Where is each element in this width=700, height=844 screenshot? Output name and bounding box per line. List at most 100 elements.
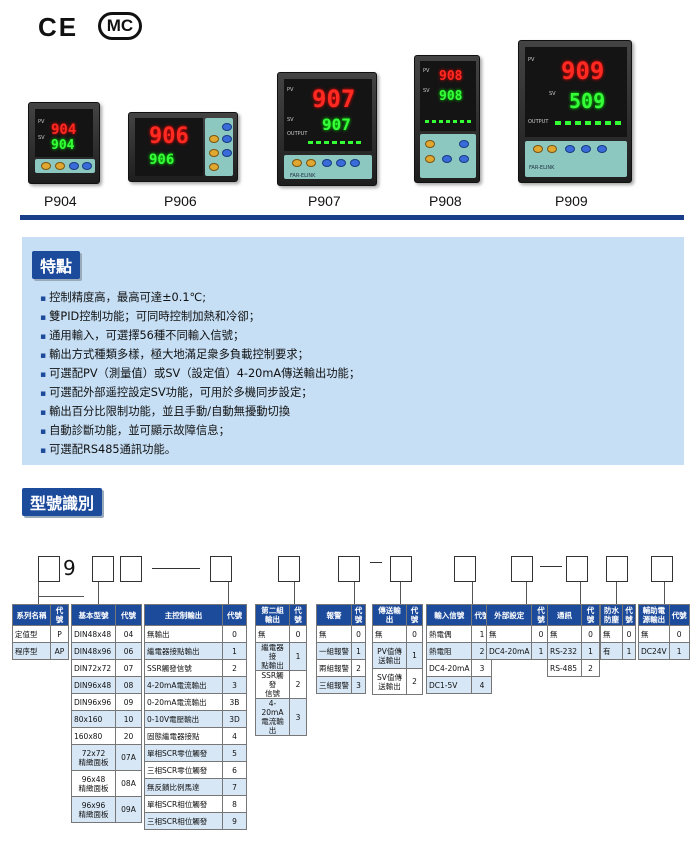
option-label: DIN48x96 <box>71 642 116 660</box>
option-code: 09A <box>115 796 142 823</box>
feature-item: 輸出百分比限制功能，並且手動/自動無擾動切換 <box>40 403 360 422</box>
table-header: 傳送輸出 <box>372 604 407 626</box>
code-box-second-output <box>278 556 300 582</box>
table-header: 外部設定 <box>485 604 533 626</box>
option-code: 2 <box>289 670 307 699</box>
option-label: 單相SCR相位觸發 <box>144 795 223 813</box>
option-label: 無 <box>600 625 623 643</box>
product-label-p906: P906 <box>164 193 197 209</box>
option-code: 1 <box>406 642 423 669</box>
product-label-p908: P908 <box>429 193 462 209</box>
option-label: DIN48x48 <box>71 625 116 643</box>
table-header: 基本型號 <box>71 604 116 626</box>
option-label: 無反饋比例馬達 <box>144 778 223 796</box>
option-code: 07 <box>115 659 142 677</box>
code-box-model-1 <box>92 556 114 582</box>
table-header: 代號 <box>622 604 636 626</box>
option-code: 09 <box>115 693 142 711</box>
product-label-p909: P909 <box>555 193 588 209</box>
option-code: 4 <box>222 727 247 745</box>
pv-display: 909 <box>561 57 605 85</box>
option-code: 0 <box>289 625 307 643</box>
option-code: 07A <box>115 744 142 771</box>
feature-item: 控制精度高，最高可達±0.1℃; <box>40 289 360 308</box>
code-box-input <box>454 556 476 582</box>
sv-display: 906 <box>149 152 175 168</box>
option-label: 無 <box>255 625 290 643</box>
code-box-main-output <box>210 556 232 582</box>
option-label: 無 <box>638 625 670 643</box>
option-code: P <box>50 625 69 643</box>
feature-item: 輸出方式種類多樣，極大地滿足衆多負載控制要求； <box>40 346 360 365</box>
option-label: DC1-5V <box>425 676 473 694</box>
table-header: 代號 <box>351 604 366 626</box>
option-code: 1 <box>668 642 690 660</box>
option-code: 0 <box>406 625 423 643</box>
option-label: 4-20mA電流輸出 <box>144 676 223 694</box>
option-label: 96x96 精緻面板 <box>71 796 116 823</box>
option-label: 單相SCR零位觸發 <box>144 744 223 762</box>
option-code: 0 <box>351 625 366 643</box>
option-code: 3B <box>222 693 247 711</box>
option-label: 熱電偶 <box>425 625 473 643</box>
option-code: 3 <box>289 698 307 736</box>
option-code: 06 <box>115 642 142 660</box>
code-box-comm <box>566 556 588 582</box>
option-code: 5 <box>222 744 247 762</box>
feature-item: 雙PID控制功能；可同時控制加熱和冷卻； <box>40 308 360 327</box>
features-panel: 特點 控制精度高，最高可達±0.1℃; 雙PID控制功能；可同時控制加熱和冷卻；… <box>22 237 684 465</box>
option-code: 7 <box>222 778 247 796</box>
option-label: SSR觸發 信號 <box>255 670 290 699</box>
divider-rule <box>20 215 684 220</box>
option-label: 0-10V電壓輸出 <box>144 710 223 728</box>
option-label: 96x48 精緻面板 <box>71 770 116 797</box>
option-code: 3 <box>471 659 493 677</box>
code-box-alarm <box>338 556 360 582</box>
option-label: DC24V <box>638 642 670 660</box>
table-header: 輔助電 源輸出 <box>638 604 670 626</box>
option-code: 10 <box>115 710 142 728</box>
option-code: 0 <box>581 625 600 643</box>
option-code: 08A <box>115 770 142 797</box>
option-label: 繼電器接 點輸出 <box>255 642 290 671</box>
table-header: 代號 <box>115 604 142 626</box>
option-label: DIN72x72 <box>71 659 116 677</box>
option-label: 4-20mA 電流輸出 <box>255 698 290 736</box>
table-header: 代號 <box>406 604 423 626</box>
product-label-p904: P904 <box>44 193 77 209</box>
product-label-p907: P907 <box>308 193 341 209</box>
option-label: 有 <box>600 642 623 660</box>
option-code: 3D <box>222 710 247 728</box>
option-code: 08 <box>115 676 142 694</box>
